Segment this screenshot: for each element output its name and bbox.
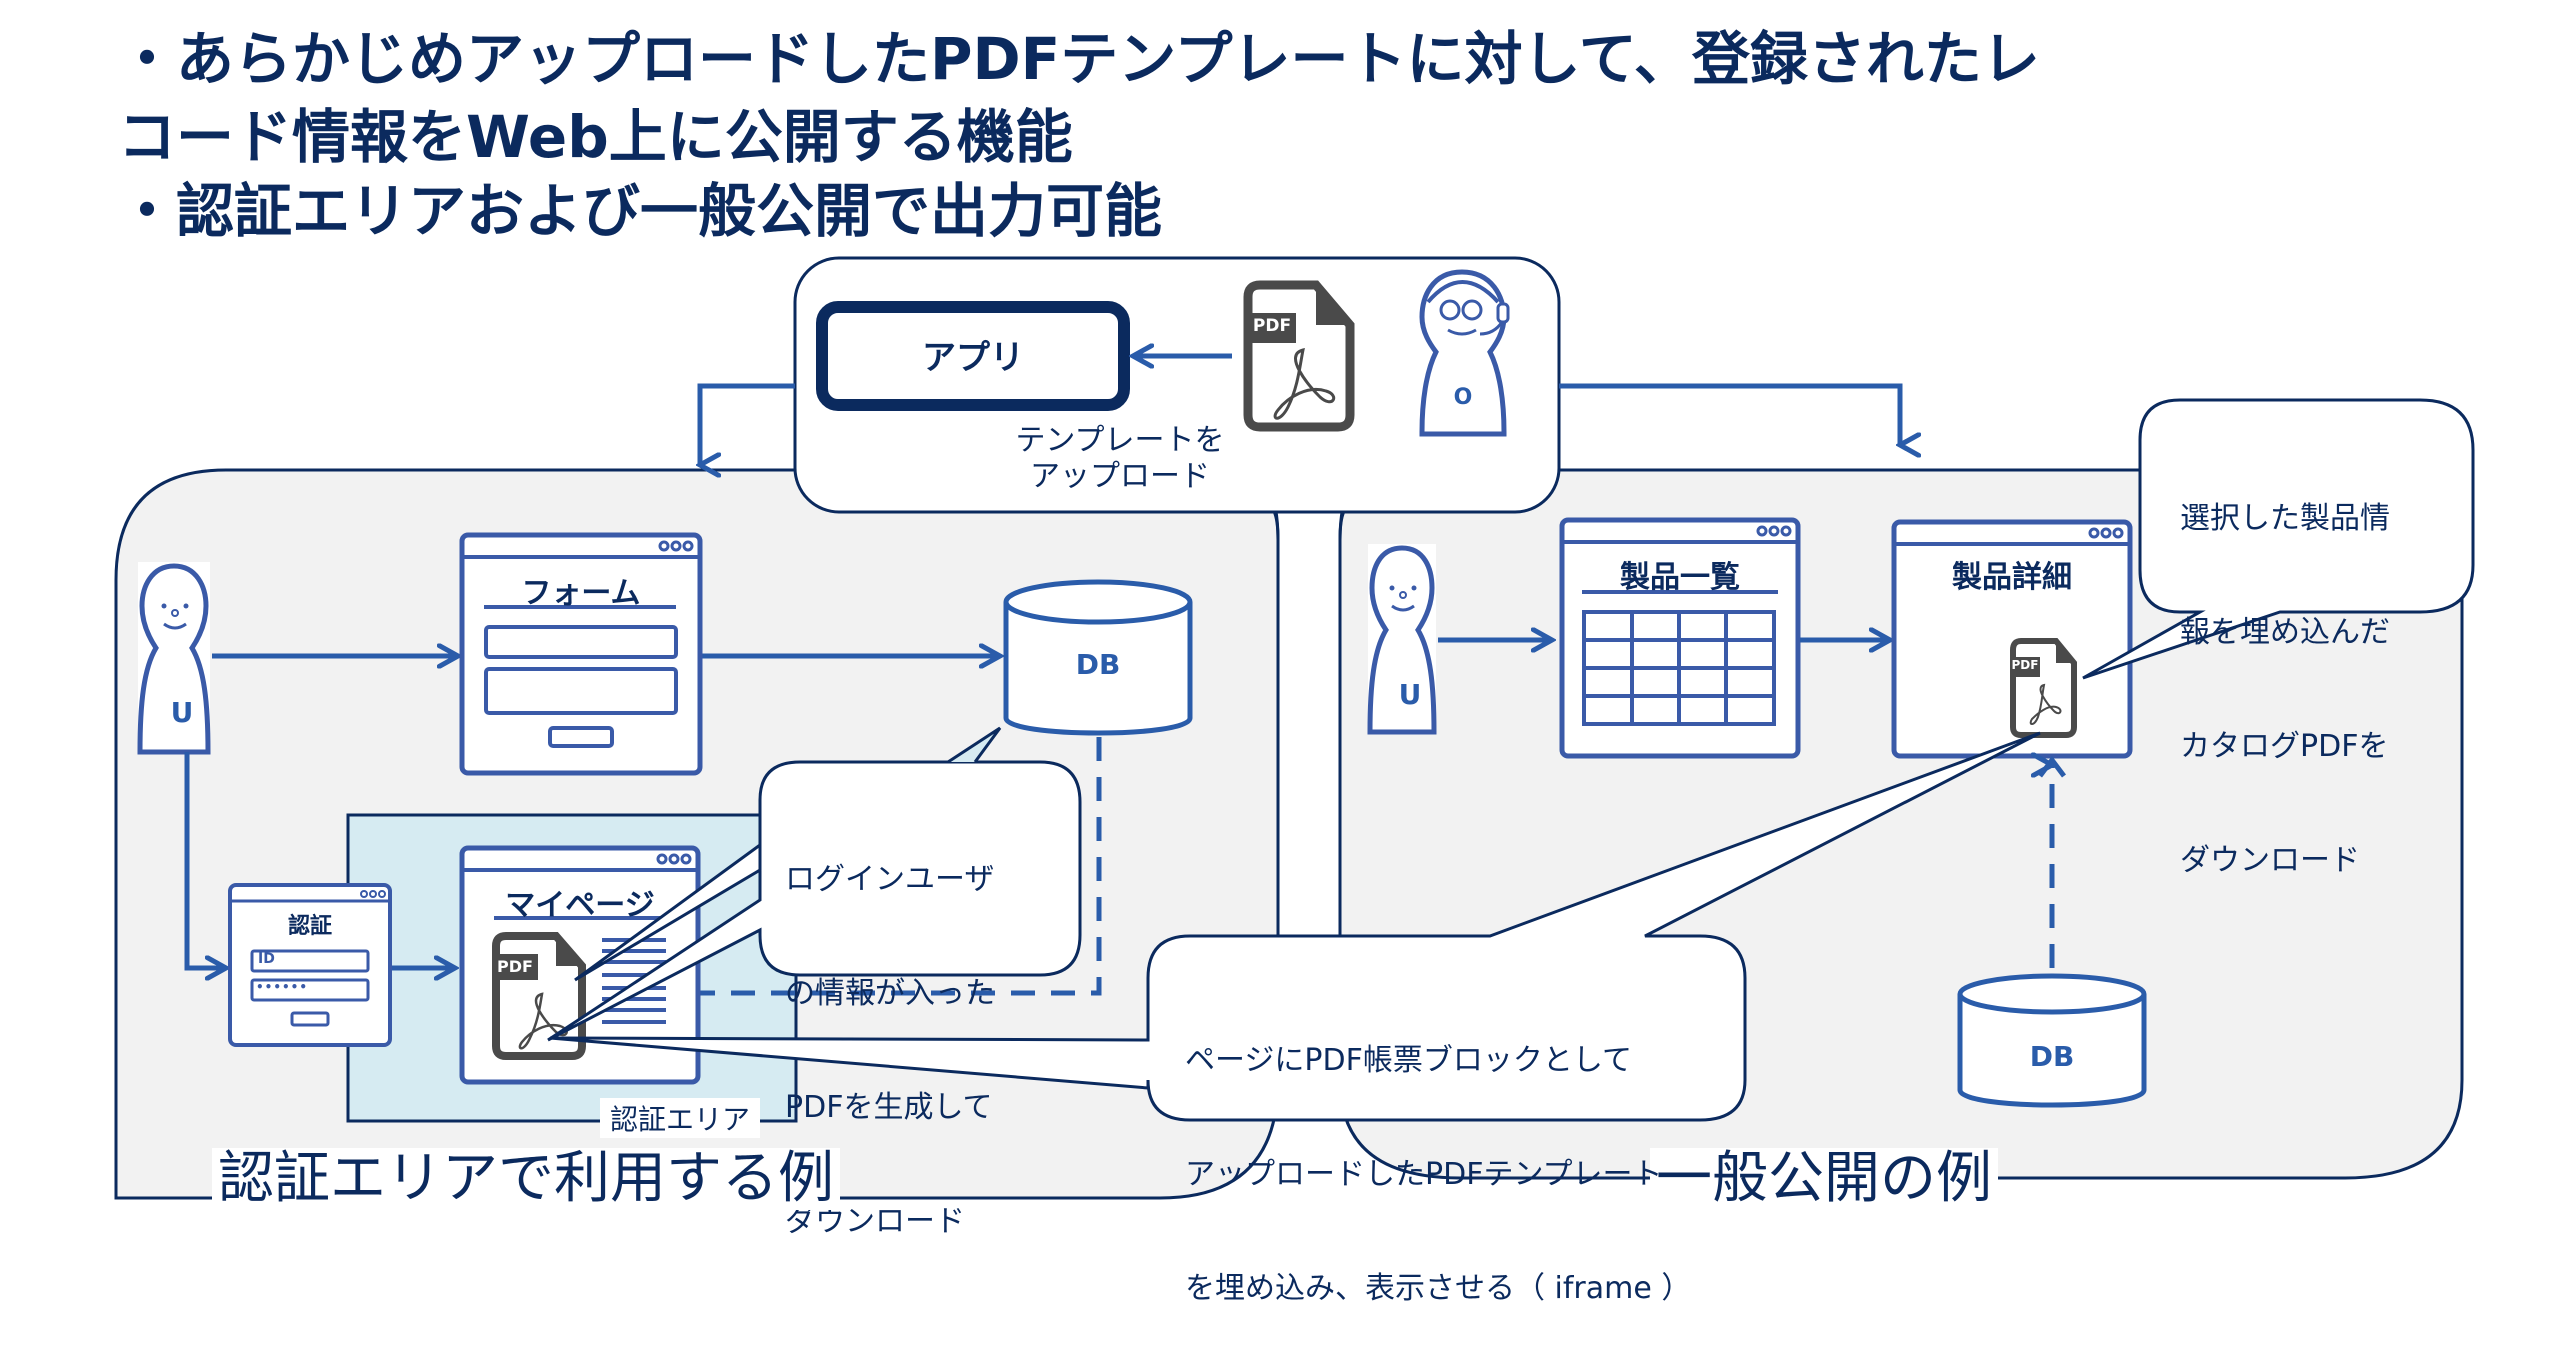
pdf-tag-mypage: PDF <box>497 957 533 976</box>
auth-password-field[interactable]: •••••• <box>256 980 309 994</box>
mypage-title: マイページ <box>505 888 655 923</box>
app-label: アプリ <box>922 338 1024 378</box>
pdf-icon-mypage <box>492 932 586 1060</box>
db-cylinder-right <box>1957 973 2147 1108</box>
callout-right-text: 選択した製品情 報を埋め込んだ カタログPDFを ダウンロード <box>2180 424 2390 918</box>
callout-right-line: 報を埋め込んだ <box>2180 615 2390 650</box>
auth-area-label: 認証エリア <box>600 1098 760 1138</box>
pdf-tag-top: PDF <box>1252 316 1292 336</box>
user-figure-right <box>1367 544 1437 735</box>
callout-right <box>2082 398 2475 680</box>
callout-left-text: ログインユーザ の情報が入った PDFを生成して ダウンロード <box>785 785 995 1279</box>
product-table-grid <box>1582 610 1776 726</box>
callout-right-line: カタログPDFを <box>2180 729 2389 764</box>
user-letter-right: U <box>1398 678 1422 711</box>
db-label-left: DB <box>1075 648 1121 681</box>
callout-left-line: PDFを生成して <box>785 1090 993 1125</box>
upload-caption-2: アップロード <box>1030 459 1210 494</box>
callout-center <box>549 731 2041 1122</box>
callout-center-line: を埋め込み、表示させる（ iframe ） <box>1185 1271 1692 1306</box>
app-box <box>816 301 1130 411</box>
product-detail-title: 製品詳細 <box>1952 560 2072 595</box>
callout-left-line: の情報が入った <box>785 976 995 1011</box>
upload-caption-1: テンプレートを <box>1015 423 1225 458</box>
right-section-title: 一般公開の例 <box>1650 1148 1998 1210</box>
operator-figure <box>1419 269 1510 437</box>
db-label-right: DB <box>2029 1040 2075 1073</box>
db-cylinder-left <box>1003 579 1193 736</box>
callout-left-line: ダウンロード <box>785 1204 965 1239</box>
callout-right-line: ダウンロード <box>2180 843 2360 878</box>
user-letter-left: U <box>170 696 194 729</box>
title-line-3: ・認証エリアおよび一般公開で出力可能 <box>118 177 1163 245</box>
user-figure-left <box>137 562 211 755</box>
product-list-window <box>1559 517 1801 759</box>
form-window <box>459 532 703 776</box>
auth-title: 認証 <box>287 914 332 939</box>
callout-left-line: ログインユーザ <box>785 862 995 897</box>
title-line-1: ・あらかじめアップロードしたPDFテンプレートに対して、登録されたレ <box>118 25 2040 93</box>
title-line-2: コード情報をWeb上に公開する機能 <box>118 103 1073 171</box>
callout-center-text: ページにPDF帳票ブロックとして アップロードしたPDFテンプレート を埋め込み… <box>1185 966 1691 1346</box>
product-list-title: 製品一覧 <box>1620 560 1740 595</box>
form-title: フォーム <box>521 576 641 611</box>
auth-id-field[interactable]: ID <box>258 951 275 967</box>
left-section-title: 認証エリアで利用する例 <box>212 1148 840 1210</box>
pdf-icon-top <box>1243 280 1355 432</box>
pdf-tag-detail: PDF <box>2011 658 2039 672</box>
diagram <box>114 256 2475 1200</box>
callout-center-line: ページにPDF帳票ブロックとして <box>1185 1043 1632 1078</box>
auth-window <box>228 883 392 1047</box>
callout-left <box>547 726 1082 1042</box>
callout-center-line: アップロードしたPDFテンプレート <box>1185 1157 1663 1192</box>
pdf-icon-detail <box>2010 638 2077 738</box>
operator-letter: O <box>1453 385 1473 410</box>
callout-right-line: 選択した製品情 <box>2180 501 2390 536</box>
